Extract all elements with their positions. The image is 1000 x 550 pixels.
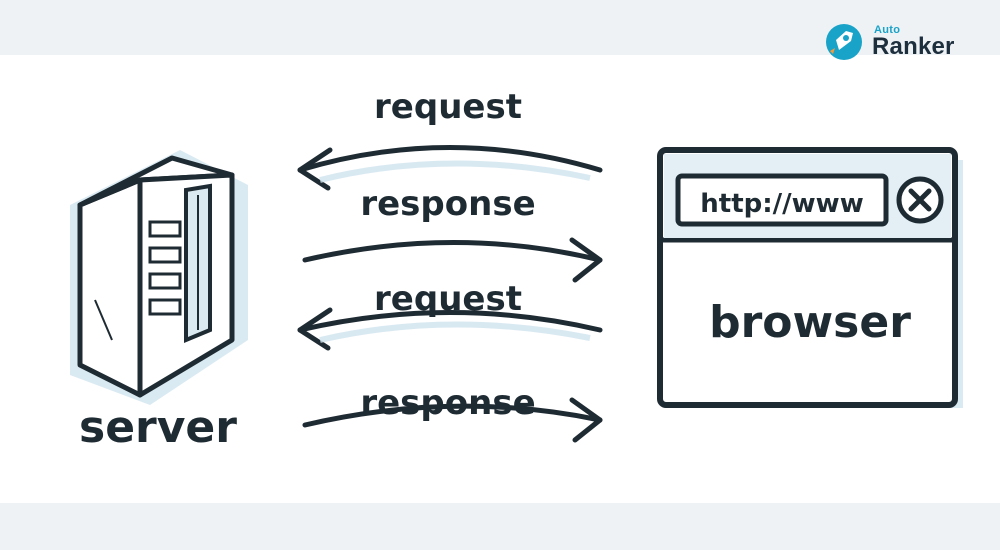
logo-auto-text: Auto <box>874 24 901 36</box>
autoranker-logo: Auto Ranker <box>822 20 982 64</box>
logo-ranker-text: Ranker <box>872 33 955 60</box>
rocket-logo-icon <box>826 24 862 60</box>
arrow-response-1 <box>302 237 603 283</box>
address-bar <box>675 173 889 227</box>
arrow-label-response-1: response <box>360 184 535 224</box>
arrow-request-2 <box>297 307 603 351</box>
server-icon <box>70 150 248 405</box>
bottom-band <box>0 503 1000 550</box>
arrow-response-2 <box>302 397 603 443</box>
arrow-label-request-1: request <box>374 87 522 127</box>
browser-label: browser <box>709 297 911 348</box>
browser-window: http://www <box>657 147 963 408</box>
close-icon <box>896 176 944 224</box>
server-label: server <box>79 402 237 453</box>
arrow-label-request-2: request <box>374 279 522 319</box>
url-text: http://www <box>700 189 863 219</box>
arrow-request-1 <box>297 145 603 191</box>
arrow-label-response-2: response <box>360 383 535 423</box>
